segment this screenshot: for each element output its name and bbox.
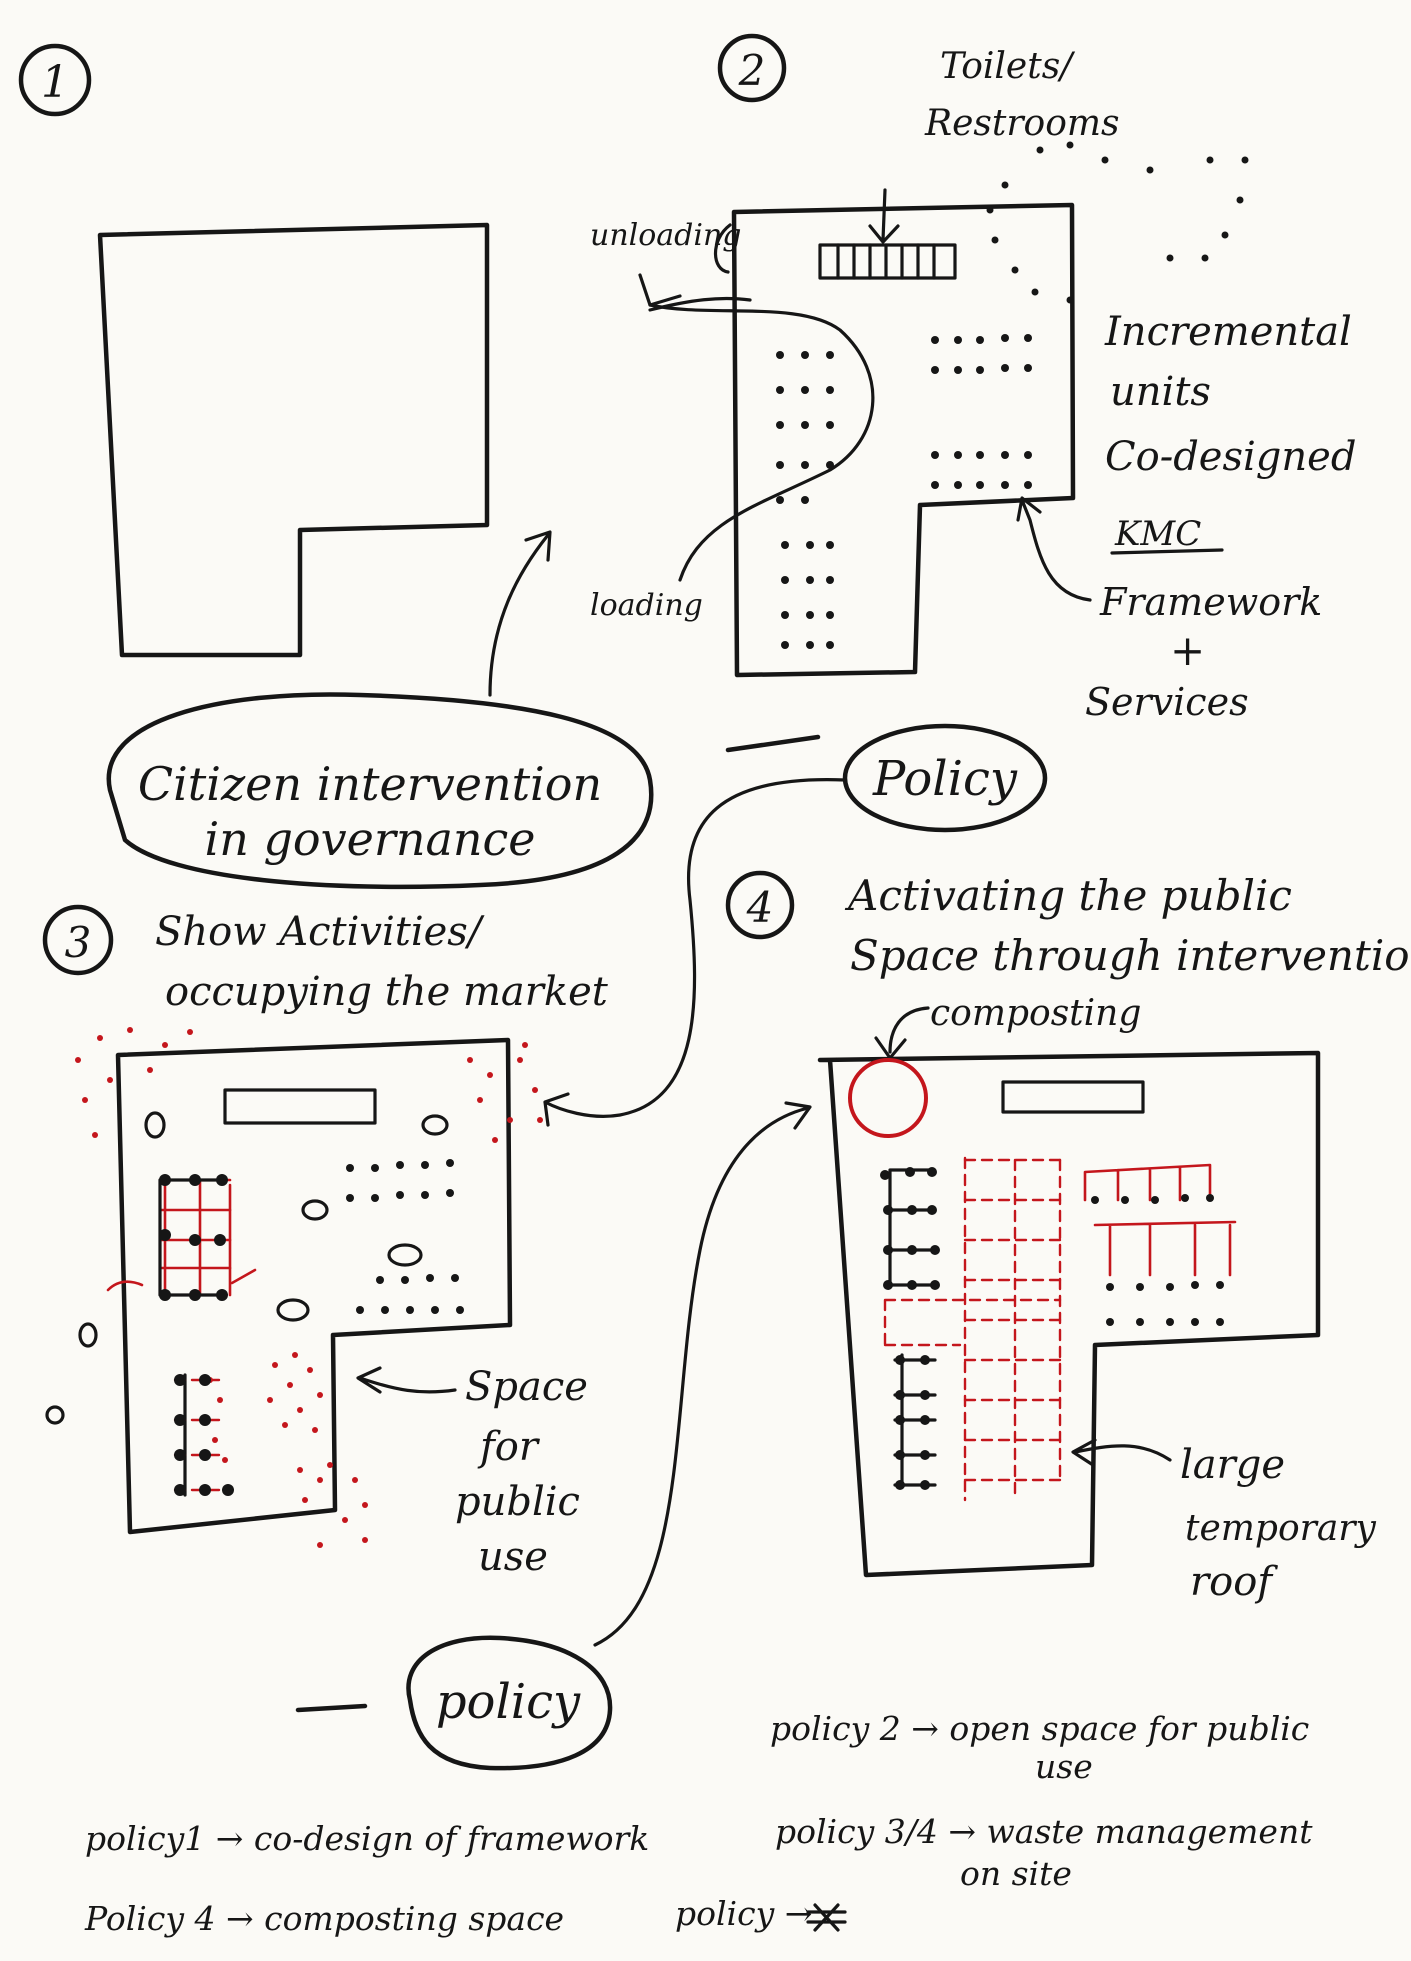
- policy-upper-bubble: Policy: [543, 723, 1048, 1127]
- market-outline-2: [731, 202, 1076, 678]
- stall-dots-4: [1091, 1194, 1224, 1326]
- policy-lower-label: policy: [436, 1674, 581, 1730]
- kmc-underline: [1110, 548, 1224, 555]
- citizen-bubble-line1: Citizen intervention: [138, 757, 602, 811]
- citizen-to-panel2-arrow: [488, 530, 552, 697]
- unloading-arrow: [638, 273, 682, 307]
- panel-1-number-circle: [18, 43, 92, 117]
- panel-4-title-line2: Space through interventio: [850, 931, 1410, 980]
- toilets-block: [818, 243, 957, 280]
- market-block-4: [1001, 1080, 1145, 1114]
- panel-1: 1: [18, 43, 490, 658]
- policy-to-panel4-arrow: [593, 1101, 812, 1647]
- plus-label: +: [1170, 626, 1205, 675]
- panel-2-number-circle: [717, 33, 787, 103]
- note-policy3: policy 3/4 → waste management: [775, 1812, 1313, 1851]
- loading-label: loading: [590, 588, 703, 623]
- market-outline-3: [115, 1037, 513, 1535]
- units-label: units: [1110, 369, 1211, 415]
- market-outline-4: [817, 1050, 1321, 1578]
- panel-3-number: 3: [65, 918, 92, 967]
- citizen-bubble-line2: in governance: [205, 812, 536, 866]
- panel-2: 2 Toilets/ Restrooms unloading loading: [590, 33, 1356, 724]
- roof-pointer-arrow: [1071, 1438, 1172, 1467]
- kmc-label: KMC: [1114, 514, 1201, 554]
- roof-label-line2: temporary: [1185, 1508, 1377, 1549]
- panel-3-title-line1: Show Activities/: [155, 909, 485, 955]
- crossed-out-scribble: [806, 1903, 847, 1932]
- framework-pointer-arrow: [1016, 496, 1092, 602]
- stall-grid-3a: [106, 1174, 257, 1301]
- panel-4-number-circle: [725, 870, 795, 940]
- panel-3-title-line2: occupying the market: [165, 969, 609, 1015]
- policy-to-panel3-arrow: [543, 778, 847, 1127]
- panel-4-number: 4: [746, 883, 774, 932]
- panel-4-title-line1: Activating the public: [844, 871, 1292, 920]
- panel-2-number: 2: [738, 46, 766, 95]
- empty-market-outline: [97, 222, 490, 658]
- temporary-roof-grid: [883, 1156, 1237, 1502]
- policy-lower-bubble: policy: [295, 1101, 812, 1771]
- panel-3: 3 Show Activities/ occupying the market: [42, 904, 609, 1580]
- space-label-line1: Space: [465, 1364, 588, 1410]
- co-designed-label: Co-designed: [1105, 434, 1356, 480]
- framework-label: Framework: [1099, 580, 1322, 624]
- composting-pointer-arrow: [874, 1006, 930, 1060]
- roof-label-line1: large: [1180, 1442, 1285, 1488]
- space-label-line3: public: [455, 1479, 580, 1525]
- stall-grid-3b: [173, 1373, 234, 1497]
- space-label-line4: use: [478, 1534, 548, 1580]
- note-policy2-cont: use: [1035, 1747, 1093, 1786]
- panel-3-number-circle: [42, 904, 114, 976]
- policy-lower-dash: [295, 1703, 368, 1713]
- panel-4: 4 Activating the public Space through in…: [725, 870, 1410, 1605]
- space-pointer-arrow: [356, 1366, 457, 1394]
- citizen-bubble-outline: [106, 692, 654, 890]
- panel-1-number: 1: [41, 57, 69, 108]
- stall-dots-3: [346, 1159, 464, 1314]
- policy-notes: policy 2 → open space for public use pol…: [84, 1709, 1313, 1938]
- stall-grid-4b: [893, 1353, 937, 1490]
- roof-label-line3: roof: [1190, 1559, 1278, 1605]
- activity-figures-3: [45, 1111, 449, 1425]
- toilet-dotted-trace: [986, 141, 1249, 304]
- circulation-curve: [648, 303, 875, 582]
- composting-circle: [848, 1058, 928, 1138]
- policy-lower-outline: [406, 1635, 613, 1771]
- note-policy5: policy →: [675, 1894, 812, 1933]
- stall-dots-right: [931, 334, 1032, 489]
- policy-upper-outline: [842, 723, 1048, 833]
- unloading-route: [648, 296, 752, 312]
- policy-upper-label: Policy: [872, 751, 1018, 807]
- red-activity-dots-3: [75, 1027, 543, 1548]
- toilets-label: Toilets/: [940, 46, 1076, 87]
- space-label-line2: for: [477, 1424, 541, 1470]
- note-policy3-cont: on site: [960, 1854, 1072, 1893]
- policy-upper-dash: [725, 734, 821, 753]
- note-policy4: Policy 4 → composting space: [84, 1899, 564, 1938]
- note-policy1: policy1 → co-design of framework: [85, 1819, 649, 1858]
- note-policy2: policy 2 → open space for public: [770, 1709, 1309, 1748]
- market-block-3: [223, 1088, 377, 1125]
- unloading-hook: [714, 223, 732, 274]
- citizen-bubble: Citizen intervention in governance: [106, 530, 654, 890]
- stall-dots-left: [776, 351, 834, 649]
- incremental-label: Incremental: [1104, 309, 1352, 355]
- services-label: Services: [1085, 680, 1249, 724]
- toilets-pointer-arrow: [868, 188, 900, 244]
- composting-label: composting: [930, 993, 1141, 1034]
- restrooms-label: Restrooms: [924, 103, 1120, 144]
- stall-grid-4a: [880, 1167, 940, 1290]
